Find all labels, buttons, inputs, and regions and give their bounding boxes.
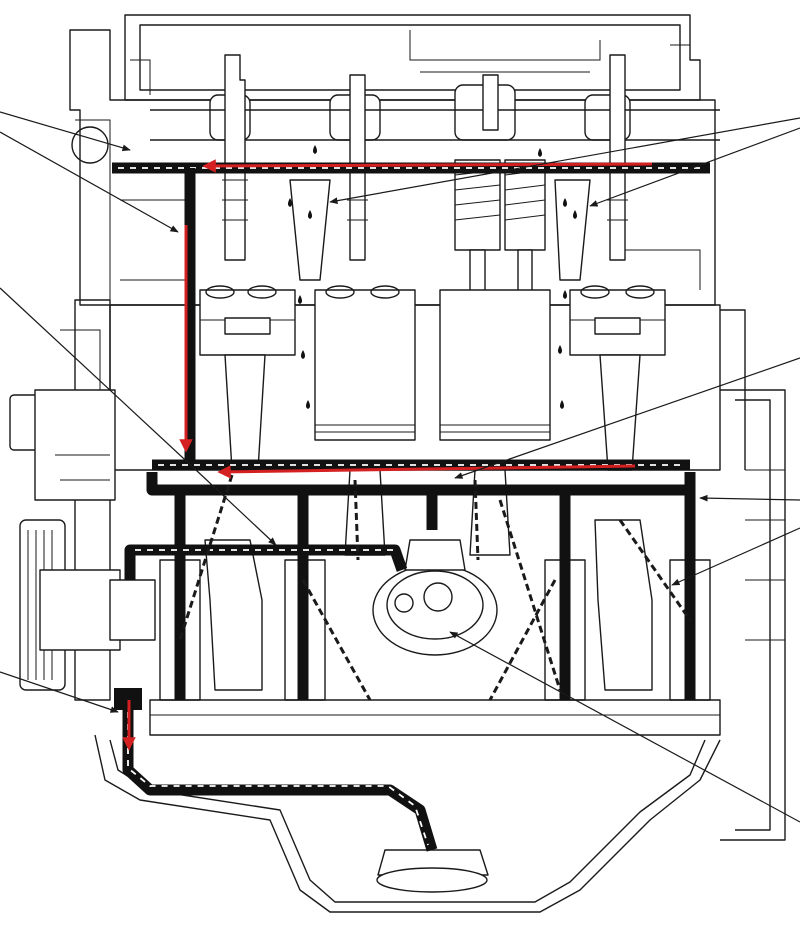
leader-mid-right-2 <box>699 494 800 502</box>
leader-mid-left <box>0 287 197 471</box>
main-gallery-flow <box>217 464 636 479</box>
leader-bottom-left <box>0 671 119 713</box>
oil-pan <box>94 734 721 913</box>
leader-top-left-1 <box>0 111 131 152</box>
rear-housing <box>720 389 786 841</box>
leader-top-left-2 <box>0 131 179 233</box>
leader-top-right-2 <box>589 127 800 207</box>
leader-mid-right-1 <box>454 357 800 479</box>
upper-gallery-flow <box>202 159 653 173</box>
leader-mid-left-b <box>195 469 277 546</box>
leader-mid-right-3 <box>671 527 800 586</box>
flow-arrows <box>122 159 653 751</box>
front-pulleys <box>9 126 156 691</box>
oil-feed-lines <box>178 474 692 701</box>
oil-drops <box>288 145 577 409</box>
engine-outline <box>9 14 786 913</box>
valves <box>289 159 591 299</box>
leader-top-right-1 <box>329 117 800 204</box>
leader-bottom-right <box>449 631 800 823</box>
oil-pump <box>372 539 498 656</box>
crankshaft <box>149 519 721 736</box>
pistons <box>199 285 666 441</box>
oil-galleries <box>112 162 710 852</box>
leader-lines <box>0 111 800 823</box>
